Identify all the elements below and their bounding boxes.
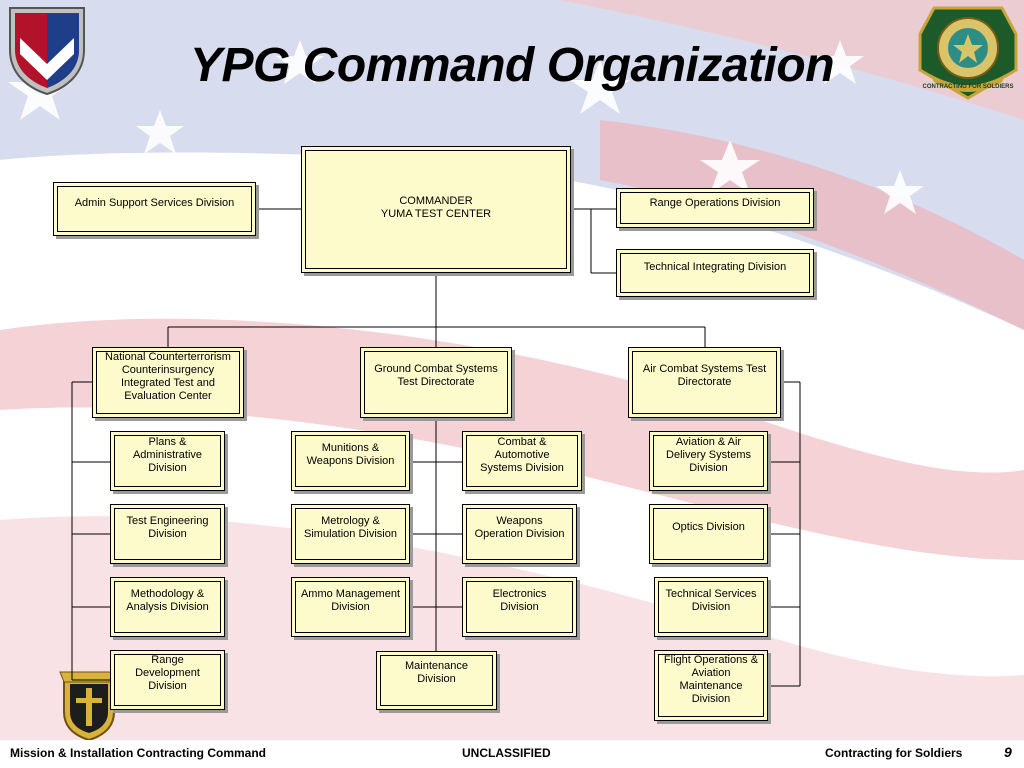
page-title: YPG Command Organization xyxy=(189,39,835,92)
air-combat-box: Air Combat Systems Test Directorate xyxy=(628,347,781,418)
weapons-operation-box: Weapons Operation Division xyxy=(462,504,577,564)
svg-text:CONTRACTING FOR SOLDIERS: CONTRACTING FOR SOLDIERS xyxy=(923,84,1014,90)
contracting-for-soldiers-seal: CONTRACTING FOR SOLDIERS xyxy=(918,6,1018,100)
commander-box: COMMANDER YUMA TEST CENTER xyxy=(301,146,571,273)
test-engineering-box: Test Engineering Division xyxy=(110,504,225,564)
footer-classification: UNCLASSIFIED xyxy=(462,746,551,760)
electronics-box: Electronics Division xyxy=(462,577,577,637)
range-operations-box: Range Operations Division xyxy=(616,188,814,228)
aviation-air-box: Aviation & Air Delivery Systems Division xyxy=(649,431,768,491)
maintenance-box: Maintenance Division xyxy=(376,651,497,710)
page-number: 9 xyxy=(1004,744,1012,760)
footer-left: Mission & Installation Contracting Comma… xyxy=(10,746,267,760)
range-development-box: Range Development Division xyxy=(110,650,225,710)
munitions-box: Munitions & Weapons Division xyxy=(291,431,410,491)
metrology-box: Metrology & Simulation Division xyxy=(291,504,410,564)
ground-combat-box: Ground Combat Systems Test Directorate xyxy=(360,347,512,418)
admin-support-box: Admin Support Services Division xyxy=(53,182,256,236)
combat-automotive-box: Combat & Automotive Systems Division xyxy=(462,431,582,491)
optics-box: Optics Division xyxy=(649,504,768,564)
plans-admin-box: Plans & Administrative Division xyxy=(110,431,225,491)
acc-shield-logo xyxy=(9,7,85,96)
footer-right: Contracting for Soldiers xyxy=(825,746,963,760)
technical-integrating-box: Technical Integrating Division xyxy=(616,249,814,297)
technical-services-box: Technical Services Division xyxy=(654,577,768,637)
ammo-management-box: Ammo Management Division xyxy=(291,577,410,637)
methodology-box: Methodology & Analysis Division xyxy=(110,577,225,637)
nct-center-box: National Counterterrorism Counterinsurge… xyxy=(92,347,244,418)
flight-operations-box: Flight Operations & Aviation Maintenance… xyxy=(654,650,768,721)
